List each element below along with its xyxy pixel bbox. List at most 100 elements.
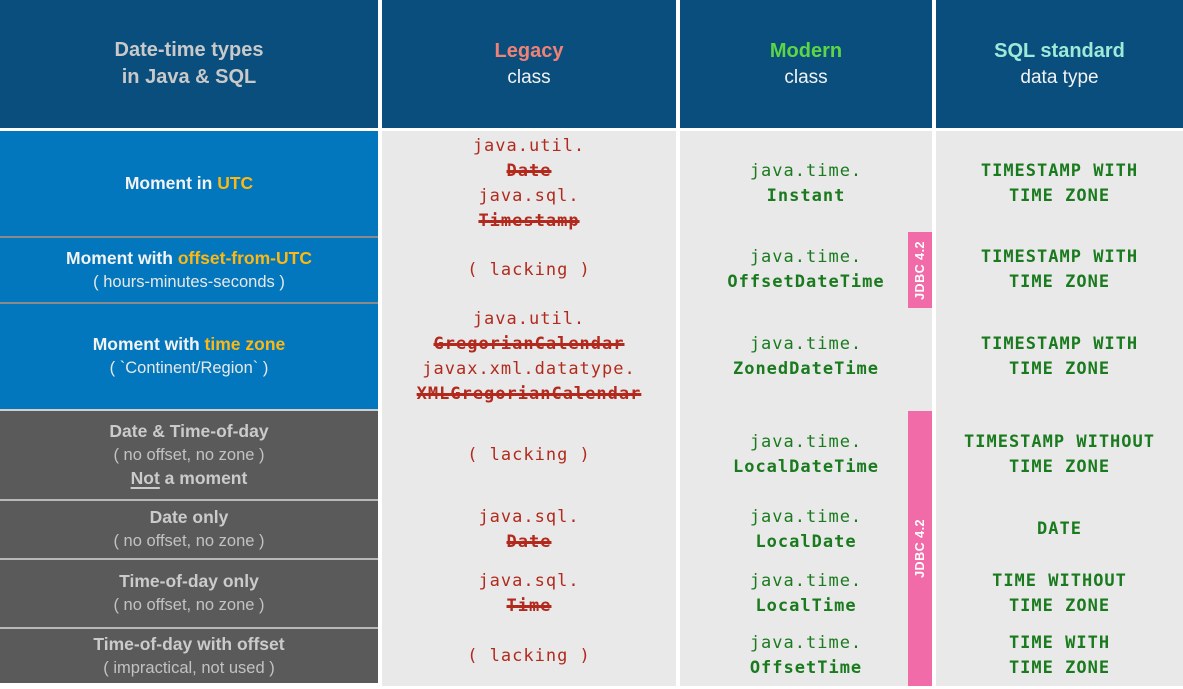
row-label-line: ( no offset, no zone )	[113, 530, 264, 553]
table-title-line2: in Java & SQL	[121, 66, 257, 88]
row-separator	[0, 558, 378, 560]
row-label-line: ( no offset, no zone )	[113, 444, 264, 467]
sql-cell: TIMESTAMP WITH TIME ZONE	[936, 131, 1183, 236]
modern-package-line: java.time.	[749, 333, 863, 354]
table-title-line1: Date-time types	[114, 39, 264, 61]
row-label-part: ( impractical, not used )	[103, 658, 275, 677]
row-label-cell: Moment with offset-from-UTC( hours-minut…	[0, 238, 378, 302]
row-label-part: ( no offset, no zone )	[113, 445, 265, 464]
sql-cell: TIME WITHOUT TIME ZONE	[936, 560, 1183, 627]
row-label-cell: Time-of-day only ( no offset, no zone )	[0, 560, 378, 627]
legacy-class-line: Time	[506, 595, 552, 616]
sql-type-line: TIME ZONE	[1008, 358, 1111, 379]
legacy-header-sub: class	[507, 66, 551, 88]
row-label-cell: Moment in UTC	[0, 131, 378, 236]
row-separator	[0, 409, 378, 411]
sql-header-sub: data type	[1020, 66, 1099, 88]
row-label-part: Not	[130, 467, 160, 488]
modern-package-line: java.time.	[749, 570, 863, 591]
modern-package-line: java.time.	[749, 160, 863, 181]
legacy-class-line: XMLGregorianCalendar	[416, 383, 642, 404]
sql-type-line: TIMESTAMP WITH	[980, 160, 1139, 181]
row-label-part: Date only	[149, 507, 229, 527]
sql-header-accent: SQL standard	[994, 39, 1125, 62]
legacy-class-line: java.util.	[472, 308, 586, 329]
modern-cell: java.time.ZonedDateTime	[680, 304, 932, 409]
sql-type-line: TIMESTAMP WITH	[980, 247, 1139, 267]
legacy-class-line: Date	[506, 531, 552, 552]
row-label-part: Date & Time-of-day	[109, 420, 269, 441]
modern-cell: java.time.Instant	[680, 131, 932, 236]
sql-type-line: TIMESTAMP WITHOUT	[964, 432, 1155, 452]
row-label-part: Moment with	[66, 247, 178, 268]
modern-package-line: java.time.	[749, 506, 863, 527]
modern-package-line: java.time.	[749, 247, 863, 267]
sql-type-line: TIME ZONE	[1008, 272, 1111, 292]
row-label-line: Time-of-day with offset	[93, 633, 284, 657]
row-label-part: offset-from-UTC	[177, 247, 312, 268]
row-label-part: ( hours-minutes-seconds )	[93, 272, 285, 291]
legacy-class-line: java.sql.	[478, 506, 580, 527]
row-label-part: time zone	[204, 334, 286, 354]
sql-type-line: TIME ZONE	[1008, 457, 1111, 477]
header-cell-sql-standard: SQL standard data type	[936, 0, 1183, 128]
sql-cell: TIMESTAMP WITH TIME ZONE	[936, 304, 1183, 409]
row-label-line: Not a moment	[131, 467, 248, 491]
row-label-line: Moment with time zone	[93, 333, 286, 357]
row-label-line: Date & Time-of-day	[109, 420, 268, 444]
row-label-line: ( impractical, not used )	[103, 657, 274, 680]
row-label-part: ( no offset, no zone )	[113, 532, 265, 550]
legacy-column: java.util. Date java.sql. Timestamp ( lackin…	[382, 131, 676, 686]
sql-type-line: TIME ZONE	[1008, 658, 1111, 678]
row-separator	[0, 627, 378, 629]
modern-package-line: java.time.	[749, 432, 863, 452]
legacy-class-line: ( lacking )	[467, 259, 591, 280]
header-cell-row-types: Date-time types in Java & SQL	[0, 0, 378, 128]
row-label-part: UTC	[217, 172, 254, 193]
legacy-class-line: Timestamp	[478, 210, 580, 231]
jdbc-badge-label: JDBC 4.2	[913, 519, 927, 578]
jdbc-badge: JDBC 4.2	[908, 232, 932, 308]
modern-header-sub: class	[784, 66, 828, 88]
sql-type-line: TIME ZONE	[1008, 595, 1111, 616]
legacy-class-line: Date	[506, 160, 552, 181]
modern-class-line: OffsetDateTime	[727, 272, 885, 292]
row-label-line: Moment with offset-from-UTC	[66, 247, 312, 271]
jdbc-badge: JDBC 4.2	[908, 411, 932, 686]
sql-cell: TIMESTAMP WITHOUT TIME ZONE	[936, 411, 1183, 499]
modern-cell: java.time.OffsetTime	[680, 629, 932, 683]
sql-type-line: TIME WITHOUT	[992, 570, 1127, 591]
legacy-header-accent: Legacy	[494, 39, 564, 62]
row-label-cell: Time-of-day with offset( impractical, no…	[0, 629, 378, 683]
legacy-class-line: ( lacking )	[467, 444, 591, 465]
modern-cell: java.time. LocalTime	[680, 560, 932, 627]
modern-class-line: LocalDateTime	[732, 457, 880, 477]
sql-cell: TIMESTAMP WITH TIME ZONE	[936, 238, 1183, 302]
legacy-class-line: java.sql.	[478, 570, 580, 591]
modern-header-accent: Modern	[769, 39, 843, 62]
row-label-part: Time-of-day only	[119, 571, 259, 591]
modern-cell: java.time. OffsetDateTime	[680, 238, 932, 302]
row-label-part: a moment	[159, 467, 248, 488]
row-label-part: Moment with	[92, 334, 205, 354]
legacy-class-line: java.util.	[472, 135, 586, 156]
modern-package-line: java.time.	[749, 633, 863, 653]
jdbc-badge-label: JDBC 4.2	[913, 240, 927, 300]
sql-type-line: TIME ZONE	[1008, 185, 1111, 206]
row-label-part: ( `Continent/Region` )	[109, 359, 269, 377]
modern-class-line: LocalTime	[755, 595, 857, 616]
row-label-part: ( no offset, no zone )	[113, 596, 265, 614]
modern-class-line: LocalDate	[755, 531, 857, 552]
header-cell-modern: Modern class	[680, 0, 932, 128]
modern-cell: java.time. LocalDate	[680, 501, 932, 558]
modern-cell: java.time. LocalDateTime	[680, 411, 932, 499]
row-label-cell: Date only ( no offset, no zone )	[0, 501, 378, 558]
sql-type-line: TIMESTAMP WITH	[980, 333, 1139, 354]
